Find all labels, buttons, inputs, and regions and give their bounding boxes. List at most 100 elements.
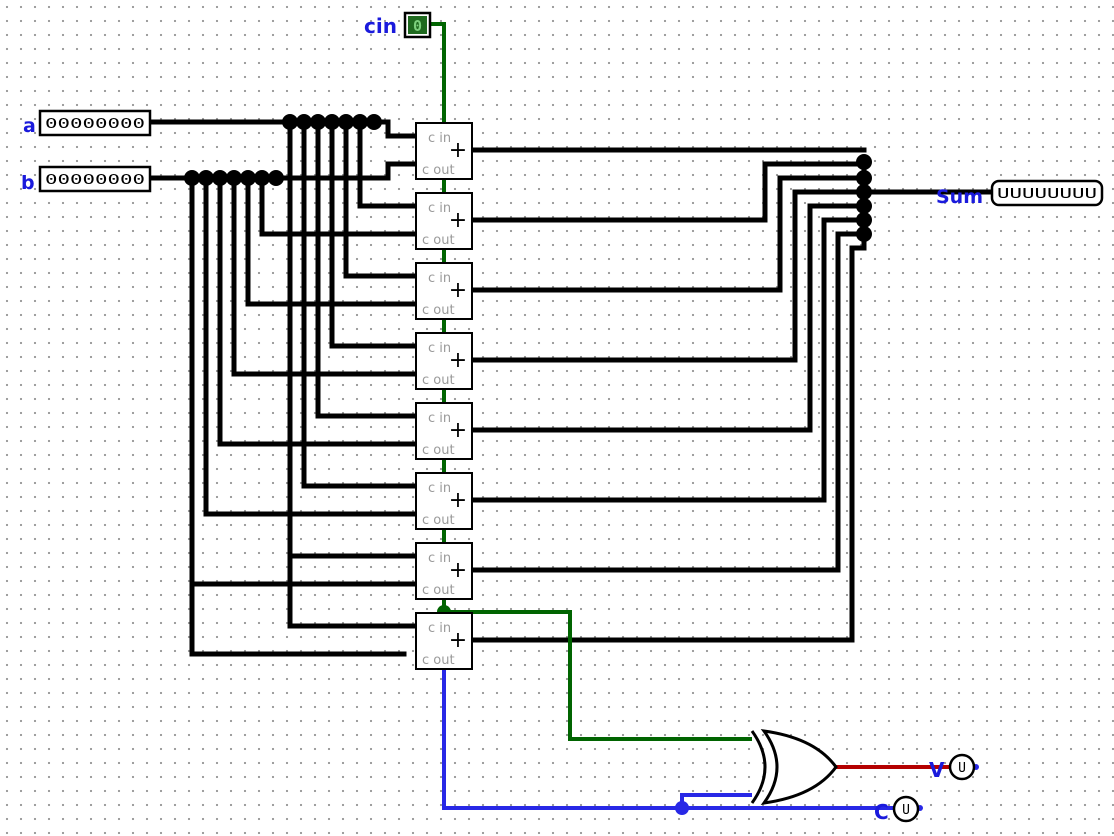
pin-cin-value: 0 [413,17,422,35]
adder-box [415,542,473,600]
wire-sum-bit [469,161,867,223]
adder-box [415,332,473,390]
splitter-dot-b [268,170,284,186]
adder-cin-label: c in [428,481,451,496]
pin-a-value: 00000000 [45,117,145,132]
adder-plus-symbol: + [449,208,467,233]
wire-b-bit [245,175,417,307]
splitter-dot-a [338,114,354,130]
splitter-dot-a [310,114,326,130]
input-pin-a[interactable]: a 00000000 [23,109,152,137]
splitter-dot-b [212,170,228,186]
xor-body [760,729,838,805]
wire-sum-bit [469,175,867,293]
adder-block: c inc out+ [415,612,473,670]
adder-box [415,192,473,250]
adder-cout-label: c out [422,443,455,458]
pin-b-label: b [21,172,35,194]
wire-a-bit [357,119,417,209]
wire-a-bit [287,119,417,629]
adder-box [415,122,473,180]
splitter-dot-a [296,114,312,130]
wire-sum-bit [469,231,867,573]
adder-cout-label: c out [422,233,455,248]
adder-cin-label: c in [428,201,451,216]
input-pin-cin[interactable]: cin 0 [364,11,432,39]
adder-cout-label: c out [422,583,455,598]
adder-cin-label: c in [428,621,451,636]
pin-b-value: 00000000 [45,173,145,188]
wire-a-bit [301,119,417,489]
adder-cout-label: c out [422,513,455,528]
adder-cin-label: c in [428,411,451,426]
pin-a-label: a [23,115,36,137]
adder-cout-label: c out [422,373,455,388]
adder-box [415,612,473,670]
wire-sum-bit [469,217,867,503]
wire-b-bit [259,175,417,237]
splitter-dot-b [184,170,200,186]
wire-sum-bit [469,189,867,363]
wire-a-bit [343,119,417,279]
adder-block: c in c out+ [415,542,473,600]
splitter-dot-sum [856,226,872,242]
splitter-dot-sum [856,198,872,214]
adder-cin-label: c in [428,551,451,566]
splitter-dot-a [352,114,368,130]
adder-cin-label: c in [428,271,451,286]
pin-v-value: U [958,761,966,776]
wire-a-bit [287,119,417,559]
splitter-dot-a [282,114,298,130]
splitter-dot-b [254,170,270,186]
input-pin-b[interactable]: b 00000000 [21,165,152,194]
pin-sum-label: Sum [936,186,983,208]
adder-block: c in c out+ [415,402,473,460]
xor-gate[interactable] [750,729,838,805]
pin-c-label: C [874,800,889,824]
wire-cin [430,22,446,123]
adder-plus-symbol: + [449,138,467,163]
wire-cout [442,668,894,810]
wire-b-bit [189,175,407,657]
wire-b-bit [203,175,417,517]
pin-c-value: U [902,803,910,818]
wire-sum-bit [469,203,867,433]
pin-cin-label: cin [364,14,397,38]
adder-plus-symbol: + [449,348,467,373]
adder-block: c in c out+ [415,192,473,250]
black-wires [147,119,995,657]
splitter-dot-b [240,170,256,186]
adder-plus-symbol: + [449,558,467,583]
adder-cin-label: c in [428,341,451,356]
wire-a-bit [329,119,417,349]
adder-cout-label: c out [422,653,455,668]
adder-plus-symbol: + [449,418,467,443]
xor-input-arc [750,730,767,804]
wire-b-bit [217,175,417,447]
wire-sum-bit [469,245,867,643]
wire-a-bit [315,119,417,419]
splitter-dot-sum [856,170,872,186]
pin-v-label: V [929,758,945,782]
adder-block: c inc out+ [415,262,473,320]
output-pin-v: V U [929,753,976,782]
adder-block: c inc out+ [415,472,473,530]
splitter-dot-a [324,114,340,130]
pin-sum-value: UUUUUUUU [997,187,1097,202]
output-pin-sum: Sum UUUUUUUU [936,179,1104,208]
adder-cout-label: c out [422,163,455,178]
adder-box [415,402,473,460]
splitter-dot-b [198,170,214,186]
adder-box [415,472,473,530]
splitter-dot-sum [856,184,872,200]
carry-wires [430,22,752,741]
wire-carry-to-xor [442,597,752,741]
output-pin-c: C U [874,795,920,824]
adder-chain: c inc out+c inc out+c inc out+c inc out+… [415,122,473,670]
junction-dots [184,114,979,815]
adder-box [415,262,473,320]
junction-dot-cout [675,801,689,815]
adder-cin-label: c in [428,131,451,146]
splitter-dot-sum [856,212,872,228]
